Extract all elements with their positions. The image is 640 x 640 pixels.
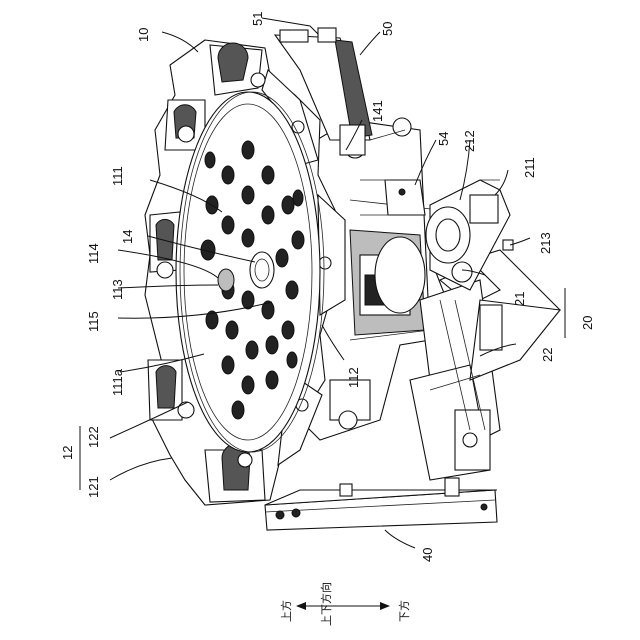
label-113: 113 bbox=[110, 279, 125, 300]
label-211: 211 bbox=[522, 157, 537, 178]
label-114: 114 bbox=[86, 243, 101, 264]
label-21: 21 bbox=[512, 292, 527, 306]
label-213: 213 bbox=[538, 232, 553, 254]
label-111: 111 bbox=[110, 166, 125, 186]
direction-indicator: 上方 下方 上下方向 bbox=[279, 582, 411, 626]
label-111a: 111a bbox=[110, 368, 125, 396]
label-51: 51 bbox=[250, 12, 265, 26]
label-122: 122 bbox=[86, 426, 101, 448]
label-212: 212 bbox=[462, 130, 477, 152]
label-121: 121 bbox=[86, 476, 101, 498]
label-12: 12 bbox=[60, 446, 75, 460]
frame-40 bbox=[265, 478, 497, 530]
mechanism-20 bbox=[410, 250, 560, 480]
label-141: 141 bbox=[370, 100, 385, 122]
label-54: 54 bbox=[436, 132, 451, 146]
direction-lower: 下方 bbox=[397, 600, 411, 622]
label-50: 50 bbox=[380, 22, 395, 36]
label-10: 10 bbox=[136, 28, 151, 42]
direction-axis: 上下方向 bbox=[319, 582, 333, 626]
label-115: 115 bbox=[86, 311, 101, 332]
direction-upper: 上方 bbox=[279, 600, 293, 622]
label-112: 112 bbox=[346, 367, 361, 388]
label-40: 40 bbox=[420, 548, 435, 562]
label-20: 20 bbox=[580, 316, 595, 330]
label-14: 14 bbox=[120, 230, 135, 244]
label-22: 22 bbox=[540, 348, 555, 362]
